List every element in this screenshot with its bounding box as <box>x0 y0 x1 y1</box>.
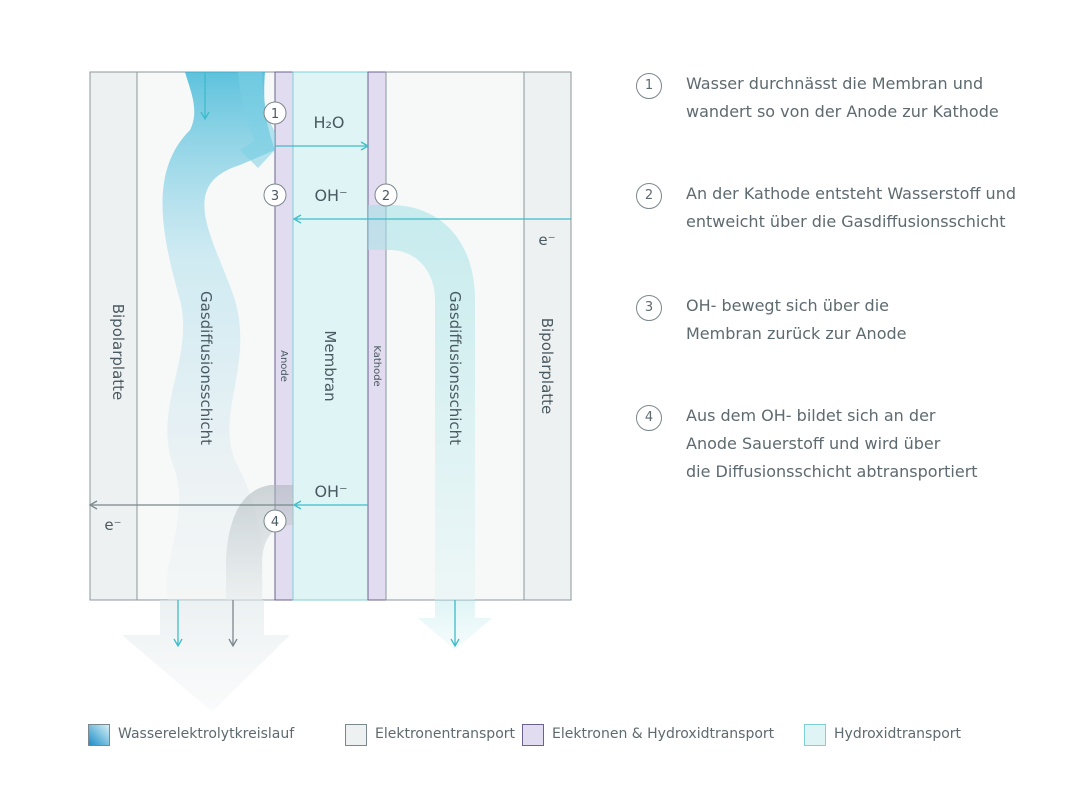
cathode-layer <box>367 71 387 601</box>
electron-left-arrow <box>88 500 293 510</box>
svg-text:3: 3 <box>271 189 279 204</box>
step-4-text: Aus dem OH- bildet sich an der Anode Sau… <box>686 406 978 481</box>
bipolar-plate-left <box>89 71 138 601</box>
label-gdl-right: Gasdiffusionsschicht <box>446 291 464 445</box>
hydrogen-flow-band <box>368 205 475 600</box>
legend-swatch-electrons-hydroxide <box>522 724 544 746</box>
water-inflow-arrow <box>238 72 275 168</box>
water-inflow-tick <box>200 72 210 121</box>
label-h2o: H₂O <box>313 113 344 132</box>
label-anode: Anode <box>278 350 289 382</box>
marker-2: 2 <box>374 183 398 207</box>
outflow-arrow-left <box>122 600 290 712</box>
hydroxide-bottom-arrow <box>292 500 368 510</box>
outflow-tick-cyan-right <box>450 600 460 648</box>
legend: Wasserelektrolytkreislauf Elektronentran… <box>88 722 1068 748</box>
outflow-tick-gray <box>228 600 238 648</box>
label-electron-left: e⁻ <box>104 516 121 534</box>
bipolar-plate-right <box>523 71 572 601</box>
svg-text:2: 2 <box>382 189 390 204</box>
label-oh-bottom: OH⁻ <box>314 482 347 501</box>
label-bipolar-right: Bipolarplatte <box>538 318 556 415</box>
svg-text:4: 4 <box>271 515 279 530</box>
legend-swatch-hydroxide <box>804 724 826 746</box>
hydroxide-top-arrow <box>292 214 571 224</box>
label-oh-top: OH⁻ <box>314 186 347 205</box>
label-membrane: Membran <box>321 330 339 401</box>
label-cathode: Kathode <box>371 345 382 386</box>
water-circulation-band <box>162 72 275 600</box>
outflow-tick-cyan-left <box>173 600 183 648</box>
label-bipolar-left: Bipolarplatte <box>109 304 127 401</box>
step-3-text: OH- bewegt sich über die Membran zurück … <box>686 296 907 343</box>
marker-4: 4 <box>263 509 287 533</box>
membrane-layer <box>292 71 369 601</box>
step-3-number: 3 <box>636 295 662 321</box>
step-2-text: An der Kathode entsteht Wasserstoff und … <box>686 184 1016 231</box>
label-electron-right: e⁻ <box>538 231 555 249</box>
legend-swatch-electrons <box>345 724 367 746</box>
label-gdl-left: Gasdiffusionsschicht <box>197 291 215 445</box>
svg-text:1: 1 <box>271 107 279 122</box>
legend-swatch-water <box>88 724 110 746</box>
marker-3: 3 <box>263 183 287 207</box>
step-1-text: Wasser durchnässt die Membran und wander… <box>686 74 999 121</box>
water-transport-arrow <box>275 141 370 151</box>
step-4-number: 4 <box>636 405 662 431</box>
step-2-number: 2 <box>636 183 662 209</box>
step-1-number: 1 <box>636 73 662 99</box>
marker-1: 1 <box>263 101 287 125</box>
